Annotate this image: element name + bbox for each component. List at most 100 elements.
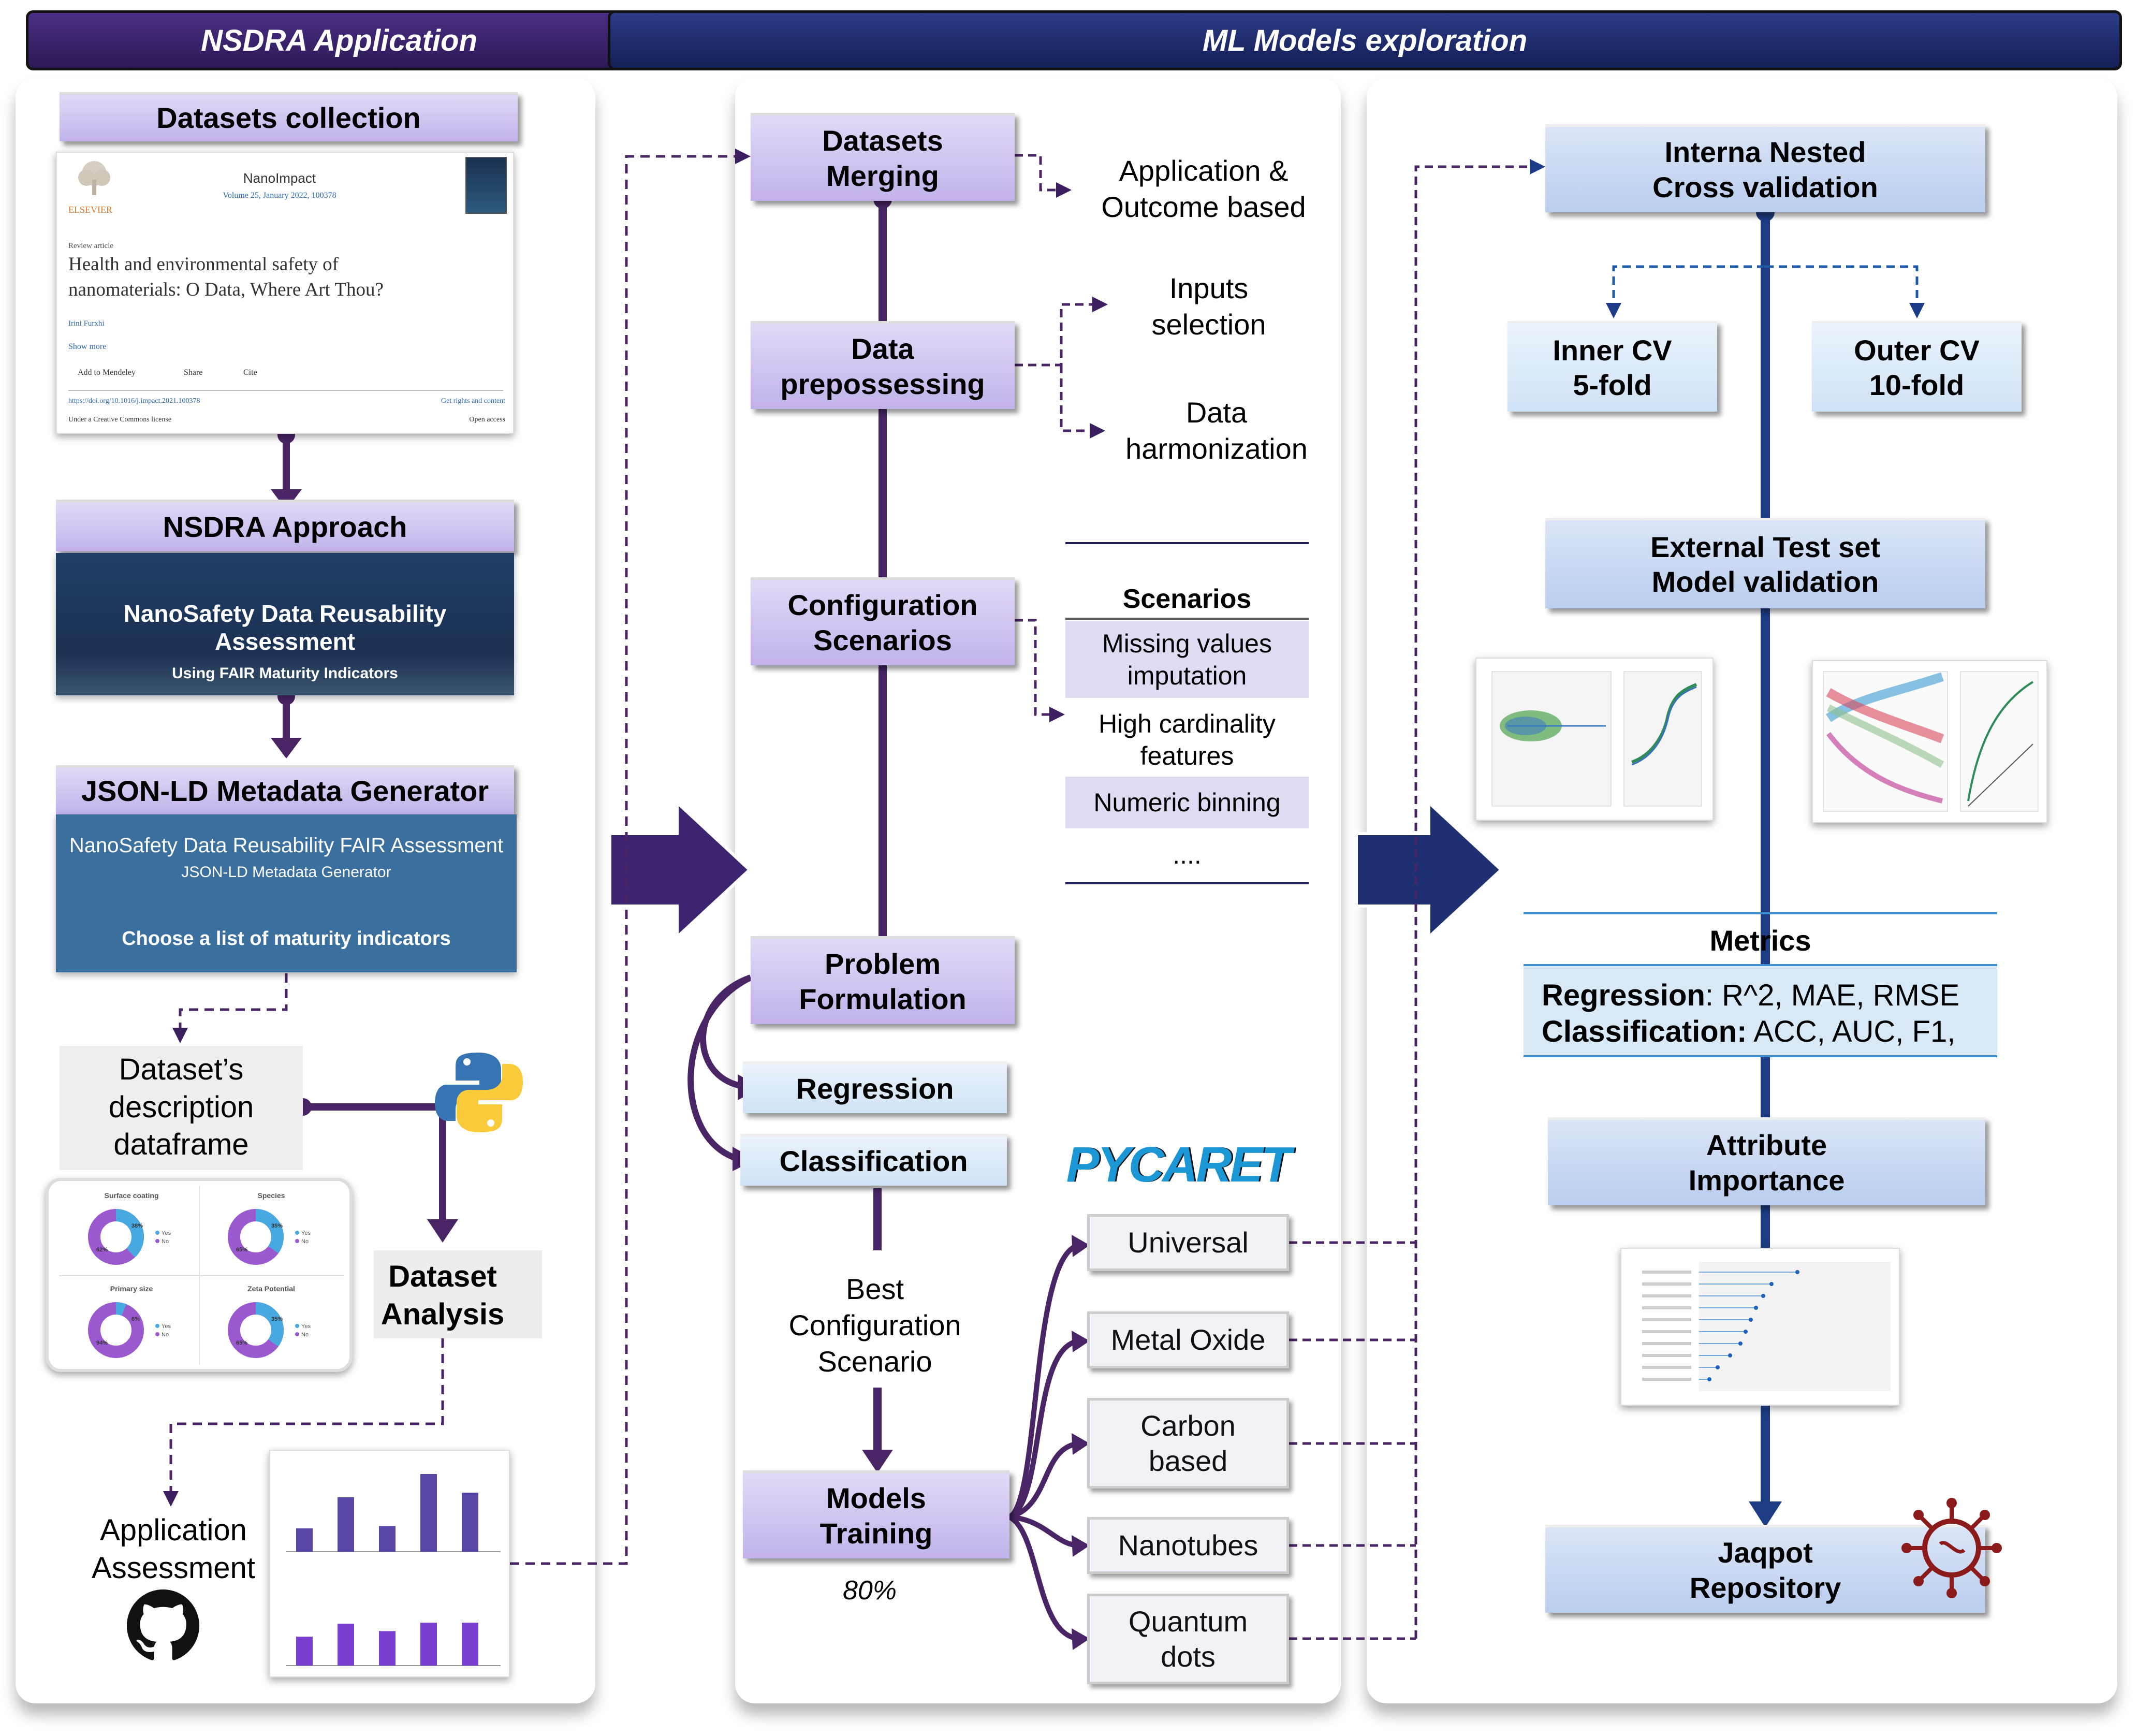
donut-yes-slice (88, 1302, 144, 1358)
header-ml-models: ML Models exploration (608, 10, 2122, 70)
nested-cv-box: Interna Nested Cross validation (1545, 124, 1985, 212)
importance-feature-tick (1642, 1366, 1691, 1369)
cite-link[interactable]: Cite (243, 368, 257, 377)
donut-title: Zeta Potential (247, 1285, 295, 1293)
data-prepossessing-label: Data prepossessing (780, 332, 985, 400)
github-logo-icon (127, 1589, 199, 1662)
nested-cv-label: Interna Nested Cross validation (1652, 136, 1878, 203)
datasets-merging-label: Datasets Merging (822, 124, 943, 192)
validation-curves-plot (1823, 671, 2039, 812)
model-group-quantum-dots: Quantum dots (1087, 1594, 1289, 1684)
assessment-bar (462, 1493, 478, 1552)
donut-title: Primary size (110, 1285, 153, 1293)
importance-feature-tick (1642, 1318, 1691, 1321)
importance-feature-tick (1642, 1294, 1691, 1297)
donut-yes-slice (88, 1209, 144, 1265)
assessment-bar (379, 1526, 396, 1552)
donut-percent-label: 35% (271, 1223, 283, 1229)
journal-volume: Volume 25, January 2022, 100378 (223, 191, 336, 200)
model-group-carbon-based-label: Carbon based (1140, 1409, 1236, 1477)
dataset-analysis-label: Dataset Analysis (380, 1260, 505, 1331)
models-training-label: Models Training (819, 1482, 933, 1550)
problem-formulation-label: Problem Formulation (799, 947, 967, 1015)
assessment-bar (420, 1474, 437, 1552)
classification-metrics: Classification: ACC, AUC, F1, (1542, 1014, 1997, 1050)
legend-swatch (155, 1332, 159, 1336)
configuration-scenarios-label: Configuration Scenarios (787, 589, 978, 657)
legend-swatch (295, 1231, 299, 1235)
attribute-importance-box: Attribute Importance (1548, 1117, 1985, 1205)
donut-percent-label: 35% (271, 1316, 283, 1322)
merging-note: Application & Outcome based (1101, 154, 1306, 223)
application-assessment-label: Application Assessment (92, 1513, 255, 1585)
problem-formulation-box: Problem Formulation (751, 936, 1015, 1024)
training-percent: 80% (842, 1575, 897, 1606)
importance-feature-tick (1642, 1306, 1691, 1309)
journal-cover-icon (465, 157, 507, 214)
jaqpot-repository-box: Jaqpot Repository (1545, 1525, 1985, 1613)
models-training-box: Models Training (743, 1470, 1009, 1558)
donut-grid-v (199, 1186, 200, 1365)
approach-banner-title: NanoSafety Data Reusability Assessment (123, 600, 447, 655)
header-nsdra-application: NSDRA Application (26, 10, 652, 70)
importance-feature-tick (1642, 1330, 1691, 1333)
datasets-collection-label: Datasets collection (156, 101, 421, 135)
scenario-numeric-binning-label: Numeric binning (1093, 787, 1281, 817)
jsonld-generator-label: JSON-LD Metadata Generator (81, 775, 489, 808)
importance-point (1754, 1306, 1758, 1310)
importance-point (1738, 1341, 1743, 1346)
metrics-top-rule (1524, 912, 1997, 914)
assessment-bar (338, 1497, 354, 1552)
article-card: ELSEVIER NanoImpact Volume 25, January 2… (56, 152, 514, 434)
model-group-nanotubes-label: Nanotubes (1118, 1529, 1258, 1562)
legend-label: No (301, 1332, 309, 1338)
model-group-carbon-based: Carbon based (1087, 1398, 1289, 1489)
scenario-high-cardinality: High cardinality features (1065, 702, 1309, 778)
publisher-logo-text: ELSEVIER (68, 205, 112, 215)
jaqpot-repository-label: Jaqpot Repository (1689, 1536, 1841, 1604)
big-arrow-to-pipeline (608, 799, 752, 941)
donut-percent-label: 38% (131, 1223, 143, 1229)
add-to-mendeley-link[interactable]: Add to Mendeley (78, 368, 136, 377)
importance-feature-tick (1642, 1282, 1691, 1286)
scenarios-top-rule (1065, 542, 1309, 544)
model-group-nanotubes: Nanotubes (1087, 1517, 1289, 1574)
legend-label: No (162, 1238, 169, 1245)
legend-swatch (155, 1239, 159, 1243)
importance-point (1728, 1353, 1732, 1358)
attribute-importance-plot (1642, 1262, 1891, 1391)
importance-point (1707, 1377, 1711, 1381)
nsdra-approach-label: NSDRA Approach (163, 510, 407, 543)
share-link[interactable]: Share (184, 368, 203, 377)
doi-link[interactable]: https://doi.org/10.1016/j.impact.2021.10… (68, 397, 200, 405)
scenario-high-cardinality-label: High cardinality features (1099, 709, 1276, 771)
validation-scatter-thumbnail (1475, 658, 1714, 821)
external-test-box: External Test set Model validation (1545, 518, 1985, 608)
inner-cv-label: Inner CV 5-fold (1553, 333, 1672, 401)
legend-swatch (155, 1324, 159, 1328)
show-more-link[interactable]: Show more (68, 342, 107, 351)
assessment-bar (296, 1637, 313, 1666)
assessment-bar (296, 1528, 313, 1552)
jsonld-generator-box: JSON-LD Metadata Generator (56, 765, 514, 814)
generator-banner-subtitle: JSON-LD Metadata Generator (181, 864, 391, 881)
rights-link[interactable]: Get rights and content (441, 397, 505, 405)
importance-feature-tick (1642, 1354, 1691, 1357)
maturity-indicators-button[interactable]: Choose a list of maturity indicators (122, 928, 451, 950)
header-right-label: ML Models exploration (1202, 23, 1528, 57)
importance-feature-tick (1642, 1378, 1691, 1381)
jaqpot-virus-icon (1900, 1496, 2003, 1600)
data-harmonization-label: Data harmonization (1125, 396, 1308, 465)
model-group-metal-oxide: Metal Oxide (1087, 1311, 1289, 1368)
legend-label: No (301, 1238, 309, 1245)
scenario-more: .... (1173, 840, 1202, 869)
importance-point (1749, 1318, 1753, 1322)
legend-swatch (295, 1324, 299, 1328)
classification-box: Classification (740, 1134, 1007, 1186)
